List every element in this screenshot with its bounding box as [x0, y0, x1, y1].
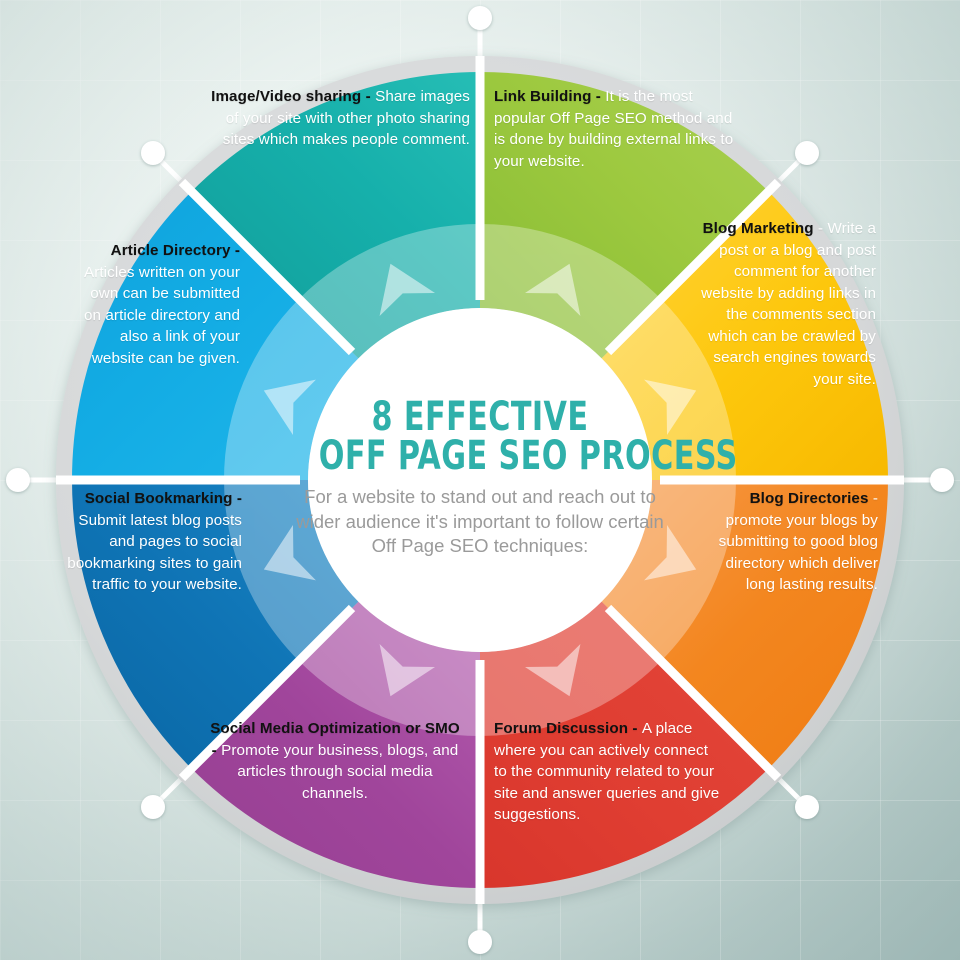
segment-text-social-media-optimization: Social Media Optimization or SMO - Promo… — [206, 718, 464, 804]
segment-text-forum-discussion: Forum Discussion - A place where you can… — [494, 718, 724, 826]
center-title-line-2: OFF PAGE SEO PROCESS — [318, 433, 738, 480]
dot-left — [6, 468, 30, 492]
center-title: 8 EFFECTIVE OFF PAGE SEO PROCESS — [318, 394, 738, 480]
segment-title-article-directory: Article Directory - — [110, 242, 240, 259]
segment-title-forum-discussion: Forum Discussion - — [494, 720, 642, 737]
segment-title-blog-marketing: Blog Marketing — [702, 220, 814, 237]
segment-title-social-media-optimization: Social Media Optimization or SMO - — [210, 720, 460, 759]
segment-body-social-media-optimization: Promote your business, blogs, and articl… — [221, 741, 459, 802]
center-title-line-1: 8 EFFECTIVE — [371, 394, 589, 440]
segment-body-link-building: It is the most popular Off Page SEO meth… — [494, 88, 734, 170]
center-content: 8 EFFECTIVE OFF PAGE SEO PROCESS For a w… — [288, 394, 738, 559]
segment-title-link-building: Link Building - — [494, 88, 606, 105]
segment-body-blog-marketing: - Write a post or a blog and post commen… — [701, 220, 876, 389]
segment-text-link-building: Link Building - It is the most popular O… — [494, 86, 746, 172]
dot-bottom-left — [141, 795, 165, 819]
segment-text-social-bookmarking: Social Bookmarking - Submit latest blog … — [66, 488, 242, 596]
dot-bottom — [468, 930, 492, 954]
segment-dividers — [56, 56, 904, 904]
dot-top-left — [141, 141, 165, 165]
segment-body-blog-directories: - promote your blogs by submitting to go… — [718, 490, 878, 594]
segment-text-blog-directories: Blog Directories - promote your blogs by… — [700, 488, 878, 596]
dot-top — [468, 6, 492, 30]
segment-body-article-directory: Articles written on your own can be subm… — [83, 263, 240, 367]
segment-title-blog-directories: Blog Directories — [749, 490, 869, 507]
segment-text-blog-marketing: Blog Marketing - Write a post or a blog … — [686, 218, 876, 391]
segment-body-forum-discussion: A place where you can actively connect t… — [494, 720, 720, 824]
segment-title-image-video-sharing: Image/Video sharing - — [211, 88, 376, 105]
connector-dots — [6, 6, 954, 954]
segment-body-social-bookmarking: Submit latest blog posts and pages to so… — [67, 511, 242, 594]
segment-text-image-video-sharing: Image/Video sharing - Share images of yo… — [196, 86, 470, 151]
dot-right — [930, 468, 954, 492]
center-disc — [308, 308, 652, 652]
segment-title-social-bookmarking: Social Bookmarking - — [84, 490, 242, 507]
segment-body-image-video-sharing: Share images of your site with other pho… — [222, 88, 470, 149]
center-subtitle: For a website to stand out and reach out… — [296, 486, 664, 557]
dot-bottom-right — [795, 795, 819, 819]
dot-top-right — [795, 141, 819, 165]
segment-text-article-directory: Article Directory - Articles written on … — [76, 240, 240, 369]
direction-arrows — [263, 263, 697, 697]
